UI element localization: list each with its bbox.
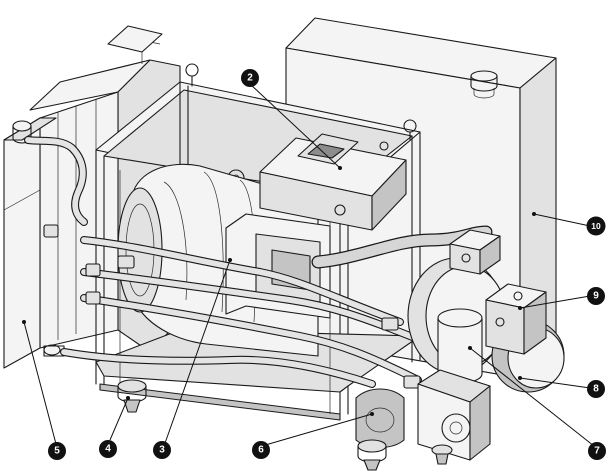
- callout-7: 7: [588, 442, 606, 460]
- callout-6: 6: [252, 441, 270, 459]
- pump-assembly: [355, 229, 565, 461]
- callout-10: 10: [586, 216, 606, 236]
- hose-lines: [43, 224, 493, 389]
- leader-lines: [22, 83, 595, 447]
- callout-2-label: 2: [247, 73, 253, 84]
- callout-3-label: 3: [159, 445, 165, 456]
- main-motor: [117, 133, 407, 357]
- callout-9-label: 9: [593, 291, 599, 302]
- vibration-mounts: [117, 379, 453, 471]
- callout-6-label: 6: [258, 445, 264, 456]
- callout-5: 5: [48, 442, 66, 460]
- callout-8-label: 8: [593, 384, 599, 395]
- callout-4-label: 4: [105, 444, 111, 455]
- callout-2: 2: [241, 69, 259, 87]
- callout-8: 8: [587, 380, 605, 398]
- callout-7-label: 7: [594, 446, 600, 457]
- callout-9: 9: [587, 287, 605, 305]
- callout-3: 3: [153, 441, 171, 459]
- callout-5-label: 5: [54, 446, 60, 457]
- callout-10-label: 10: [591, 221, 601, 231]
- callout-4: 4: [99, 440, 117, 458]
